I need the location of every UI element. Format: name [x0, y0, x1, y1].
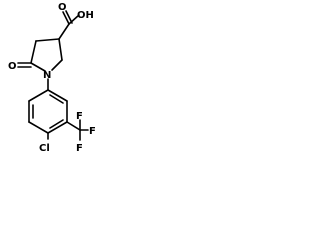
atom-cf3-f-top-label: F: [76, 111, 83, 122]
atom-lactam-o-label: O: [8, 61, 17, 72]
bond-ar-inner-1: [49, 94, 64, 104]
atom-carboxyl-o-label: O: [58, 2, 67, 13]
atom-cf3-f-right-label: F: [89, 126, 96, 137]
atom-cf3-f-bottom-label: F: [76, 143, 83, 154]
bond-ar4-ar5: [28, 121, 49, 134]
bond-carboxyl-oh: [68, 14, 80, 25]
molecule-structure: O OH O N Cl F F F: [8, 2, 96, 154]
bond-n1-c2: [51, 59, 63, 71]
bond-ar3-ar4: [47, 121, 68, 134]
bond-c2-c3: [58, 38, 63, 61]
bond-carboxyl-o-double-a: [62, 11, 70, 25]
bond-ar-cf3: [66, 121, 81, 131]
bond-carboxyl-o-double-b: [65, 10, 73, 24]
atom-chlorine-label: Cl: [39, 143, 50, 154]
bond-ar-inner-2: [49, 119, 64, 129]
bond-c5-n1: [30, 62, 46, 72]
bond-c4-c5: [30, 40, 37, 64]
bond-c3-c4: [35, 38, 60, 42]
bond-c3-carboxyl: [58, 23, 70, 40]
bond-ar1-ar2: [47, 89, 68, 102]
structure-canvas: O OH O N Cl F F F: [0, 0, 99, 156]
bond-ar6-ar1: [28, 89, 49, 102]
atom-carboxyl-oh-label: OH: [77, 10, 94, 21]
atom-ring-n-label: N: [43, 70, 51, 81]
